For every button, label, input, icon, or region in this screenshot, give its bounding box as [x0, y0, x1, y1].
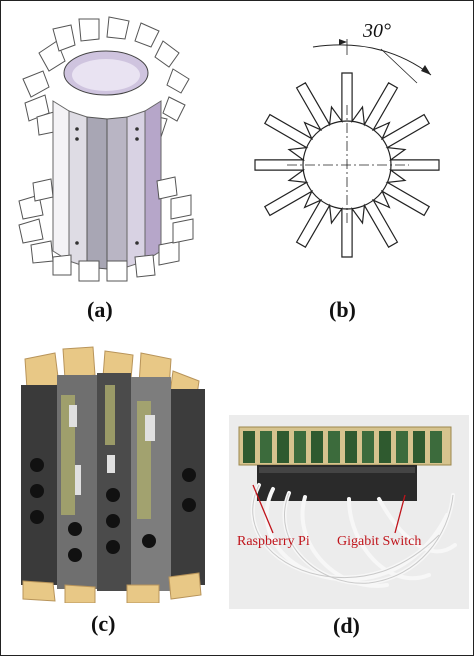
raspberry-pi-board [430, 431, 442, 463]
raspberry-pi-board [311, 431, 323, 463]
cluster-switch-photo: Raspberry Pi Gigabit Switch [229, 415, 469, 609]
panel-d: Raspberry Pi Gigabit Switch (d) [229, 415, 469, 638]
angle-label: 30° [362, 20, 391, 42]
raspberry-pi-board [243, 431, 255, 463]
label-raspberry-pi: Raspberry Pi [237, 534, 310, 549]
caption-a: (a) [87, 297, 113, 322]
raspberry-pi-board [294, 431, 306, 463]
star-cross-section-drawing: 30° [254, 20, 440, 258]
panel-c: (c) [9, 345, 219, 636]
robot-module-photo [21, 346, 205, 604]
panel-a: (a) [9, 11, 209, 322]
caption-d: (d) [333, 613, 360, 638]
raspberry-pi-board [260, 431, 272, 463]
raspberry-pi-board [328, 431, 340, 463]
raspberry-pi-board [362, 431, 374, 463]
panel-b: 30° (b) [231, 9, 467, 322]
raspberry-pi-board [413, 431, 425, 463]
raspberry-pi-board [345, 431, 357, 463]
raspberry-pi-board [379, 431, 391, 463]
raspberry-pi-board [277, 431, 289, 463]
label-gigabit-switch: Gigabit Switch [337, 534, 421, 549]
caption-b: (b) [329, 297, 356, 322]
twelve-segment-cylinder-render [18, 16, 194, 282]
raspberry-pi-board [396, 431, 408, 463]
caption-c: (c) [91, 611, 116, 636]
